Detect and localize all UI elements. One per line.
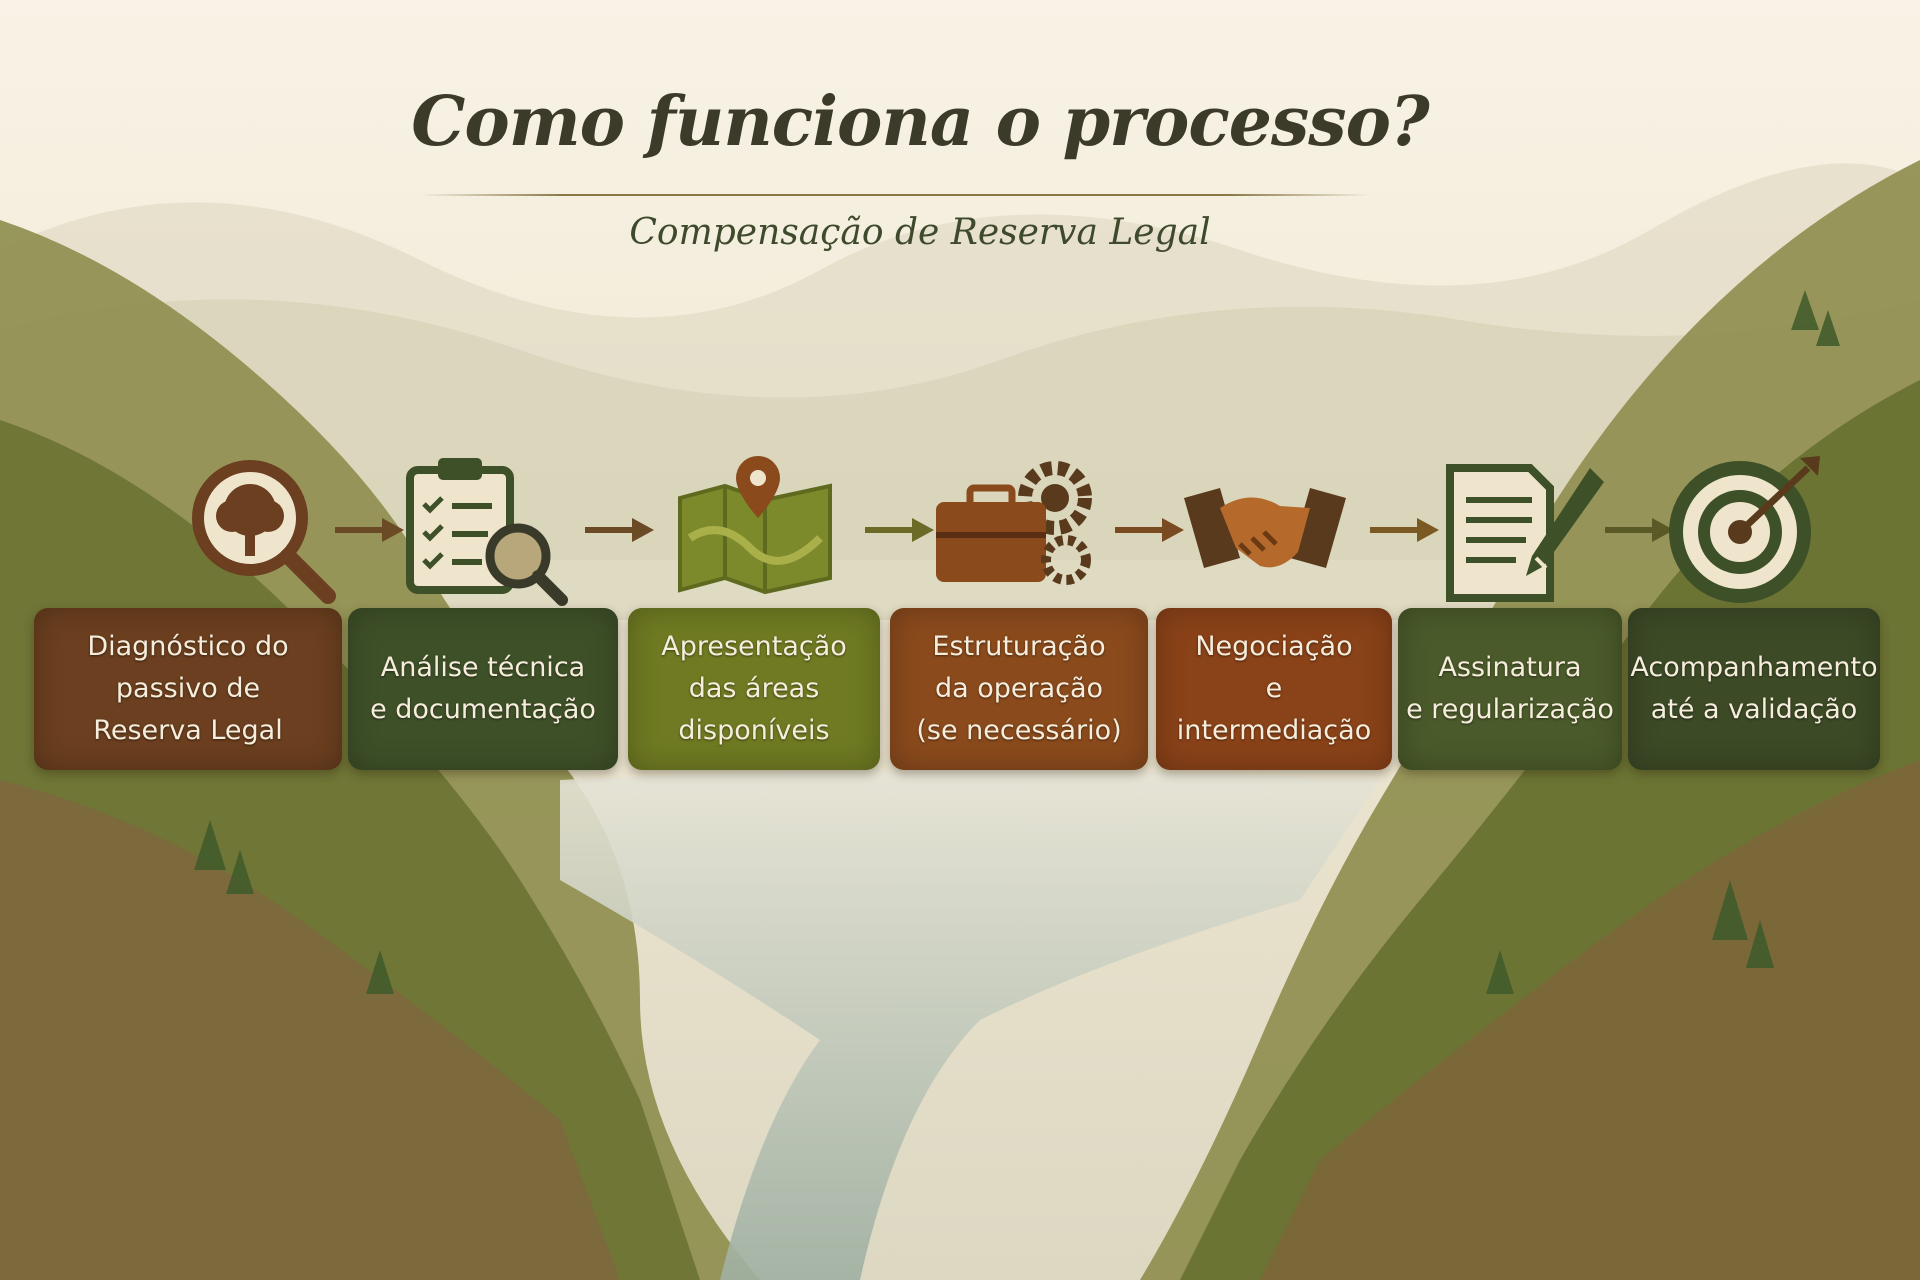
flow-arrow-3 (865, 518, 934, 542)
flow-arrow-4 (1115, 518, 1184, 542)
step-4-label: Estruturação da operação (se necessário) (916, 631, 1122, 746)
flow-arrow-5 (1370, 518, 1439, 542)
step-7-label: Acompanhamento até a validação (1630, 652, 1878, 725)
page-title: Como funciona o processo? (411, 82, 1430, 162)
step-1-label: Diagnóstico do passivo de Reserva Legal (87, 631, 289, 746)
step-5-label: Negociação e intermediação (1176, 631, 1372, 746)
briefcase-gear-icon (936, 461, 1092, 585)
step-5-negociacao: Negociação e intermediação (1156, 608, 1392, 770)
step-4-estruturacao: Estruturação da operação (se necessário) (890, 608, 1148, 770)
step-3-label: Apresentação das áreas disponíveis (661, 631, 847, 746)
step-2-label: Análise técnica e documentação (370, 652, 596, 725)
flow-arrow-6 (1605, 518, 1674, 542)
flow-arrow-2 (585, 518, 654, 542)
title-divider (420, 194, 1370, 196)
page-subtitle: Compensação de Reserva Legal (629, 212, 1211, 253)
target-arrow-icon (1669, 456, 1820, 603)
step-2-analise: Análise técnica e documentação (348, 608, 618, 770)
step-3-apresentacao: Apresentação das áreas disponíveis (628, 608, 880, 770)
step-1-diagnostico: Diagnóstico do passivo de Reserva Legal (34, 608, 342, 770)
clipboard-checklist-icon (406, 458, 568, 606)
step-6-assinatura: Assinatura e regularização (1398, 608, 1622, 770)
flow-arrow-1 (335, 518, 404, 542)
step-6-label: Assinatura e regularização (1406, 652, 1614, 725)
tree-magnifier-icon (192, 460, 336, 604)
document-pen-icon (1446, 464, 1604, 602)
step-7-acompanhamento: Acompanhamento até a validação (1628, 608, 1880, 770)
map-pin-icon (678, 456, 832, 595)
handshake-icon (1184, 488, 1346, 568)
